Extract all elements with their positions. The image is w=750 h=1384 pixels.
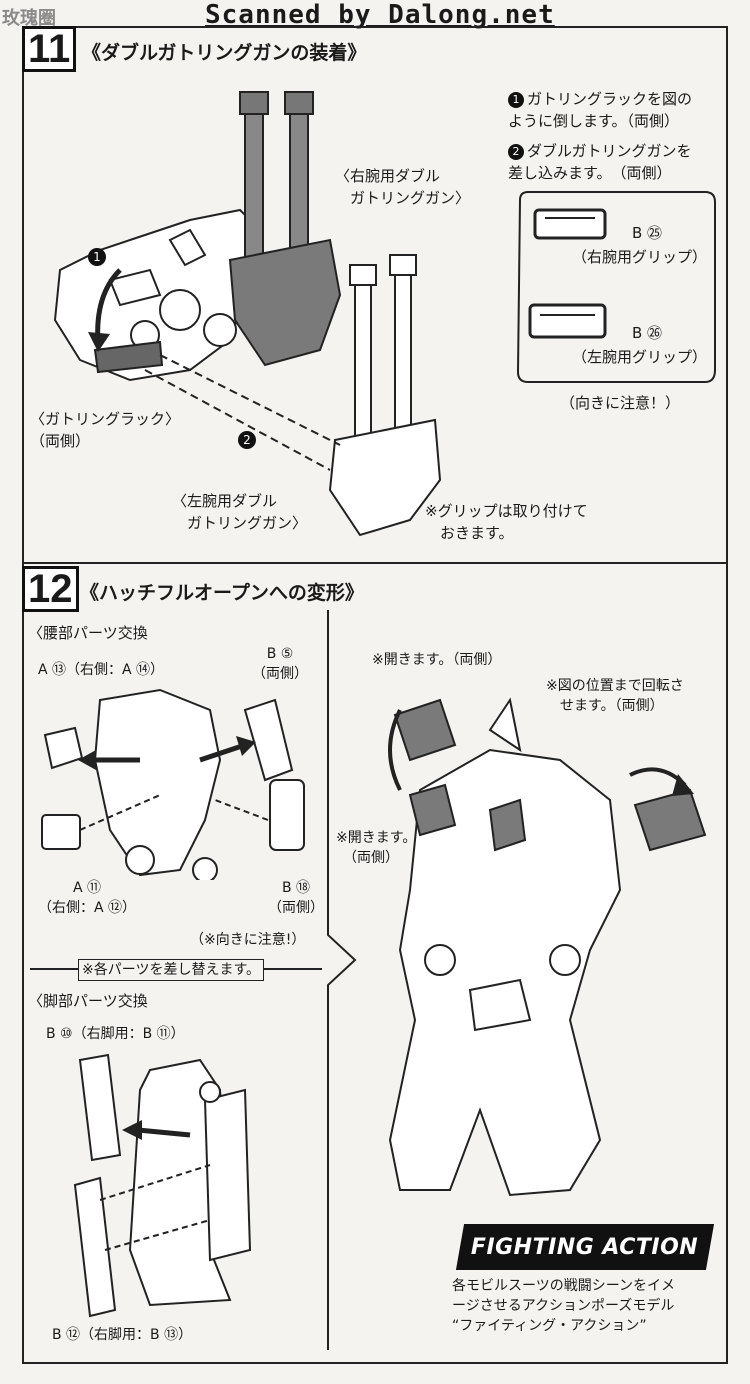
b18-label: B ⑱ （両側） xyxy=(268,880,324,916)
orientation-note-waist: （※向きに注意!） xyxy=(190,932,306,948)
arrow-right xyxy=(199,743,243,763)
hatch-chest xyxy=(488,798,527,852)
legs-dashed-lines xyxy=(99,1164,211,1251)
arrow-legs xyxy=(137,1127,191,1138)
b26-sub-label: （左腕用グリップ） xyxy=(572,348,708,366)
leg-body xyxy=(128,1058,252,1307)
b26-label: B ㉖ xyxy=(632,324,663,342)
rotation-arrow xyxy=(88,268,122,352)
waist-heading: 〈腰部パーツ交換 xyxy=(28,624,148,642)
gatling-rack xyxy=(93,340,164,374)
a13-label: A ⑬（右側：A ⑭） xyxy=(38,662,165,678)
illus-marker-1: 1 xyxy=(88,248,106,266)
left-gun-label: 〈左腕用ダブル ガトリングガン〉 xyxy=(172,492,308,532)
part-b12 xyxy=(73,1176,117,1318)
step12-title: 《ハッチフルオープンへの変形》 xyxy=(80,582,364,604)
shoulder-missile-pod xyxy=(633,788,707,852)
part-b10 xyxy=(78,1053,122,1162)
b25-label: B ㉕ xyxy=(632,224,663,242)
hatch-side xyxy=(408,783,457,837)
full-open-suit-illustration xyxy=(388,697,707,1197)
open-top-note: ※開きます。（両側） xyxy=(372,652,502,668)
legs-heading: 〈脚部パーツ交換 xyxy=(28,992,148,1010)
panel-divider xyxy=(327,610,357,1350)
step12-number: 12 xyxy=(22,566,79,612)
fighting-action-banner: FIGHTING ACTION xyxy=(455,1224,715,1270)
grip-b25-part xyxy=(533,208,607,240)
b25-sub-label: （右腕用グリップ） xyxy=(572,248,708,266)
step11-number: 11 xyxy=(22,26,77,72)
suit-body xyxy=(388,697,622,1197)
a11-label: A ⑪ （右側：A ⑫） xyxy=(37,880,137,916)
step-marker-1: 1 xyxy=(508,92,524,108)
step-marker-2: 2 xyxy=(508,144,524,160)
part-a11 xyxy=(41,814,81,850)
grip-b26-part xyxy=(528,303,607,339)
right-double-gatling xyxy=(228,91,342,367)
open-arrow-top xyxy=(388,709,402,791)
rack-label: 〈ガトリングラック〉 （両側） xyxy=(30,410,181,450)
step11-illustration xyxy=(53,91,442,537)
part-b18 xyxy=(269,779,305,851)
corner-logo: 玫瑰圈 xyxy=(2,8,56,29)
waist-dashed-lines xyxy=(79,794,269,831)
step12-frame xyxy=(22,562,728,1364)
b12-label: B ⑫（右脚用：B ⑬） xyxy=(52,1327,193,1343)
waist-illustration xyxy=(41,688,305,880)
fighting-action-title: FIGHTING ACTION xyxy=(471,1234,699,1260)
hatch-top xyxy=(393,698,457,762)
grip-note: ※グリップは取り付けて おきます。 xyxy=(425,502,588,542)
fighting-action-desc: 各モビルスーツの戦闘シーンをイメ ージさせるアクションポーズモデル “ファイティ… xyxy=(452,1278,676,1334)
instruction-2-text: ダブルガトリングガンを 差し込みます。 （両側） xyxy=(508,142,692,182)
replace-note: ※各パーツを差し替えます。 xyxy=(78,959,265,981)
rotate-note: ※図の位置まで回転さ せます。（両側） xyxy=(546,678,684,714)
illus-marker-2: 2 xyxy=(238,431,256,449)
scanned-watermark: Scanned by Dalong.net xyxy=(205,0,555,30)
b10-label: B ⑩（右脚用：B ⑪） xyxy=(46,1026,185,1042)
waist-body xyxy=(93,688,222,880)
orientation-note: （向きに注意！） xyxy=(560,394,681,412)
b5-label: B ⑤ （両側） xyxy=(252,646,308,682)
legs-illustration xyxy=(73,1053,252,1318)
grip-callout-box xyxy=(516,191,716,383)
insert-dashed-lines xyxy=(144,354,341,471)
step11-title: 《ダブルガトリングガンの装着》 xyxy=(82,42,367,64)
part-b5 xyxy=(243,698,294,782)
open-side-note: ※開きます。 （両側） xyxy=(336,830,417,866)
left-double-gatling xyxy=(328,254,442,537)
instruction-1-text: ガトリングラックを図の ように倒します。（両側） xyxy=(508,90,693,130)
right-gun-label: 〈右腕用ダブル ガトリングガン〉 xyxy=(335,167,471,207)
part-a13 xyxy=(43,726,84,770)
